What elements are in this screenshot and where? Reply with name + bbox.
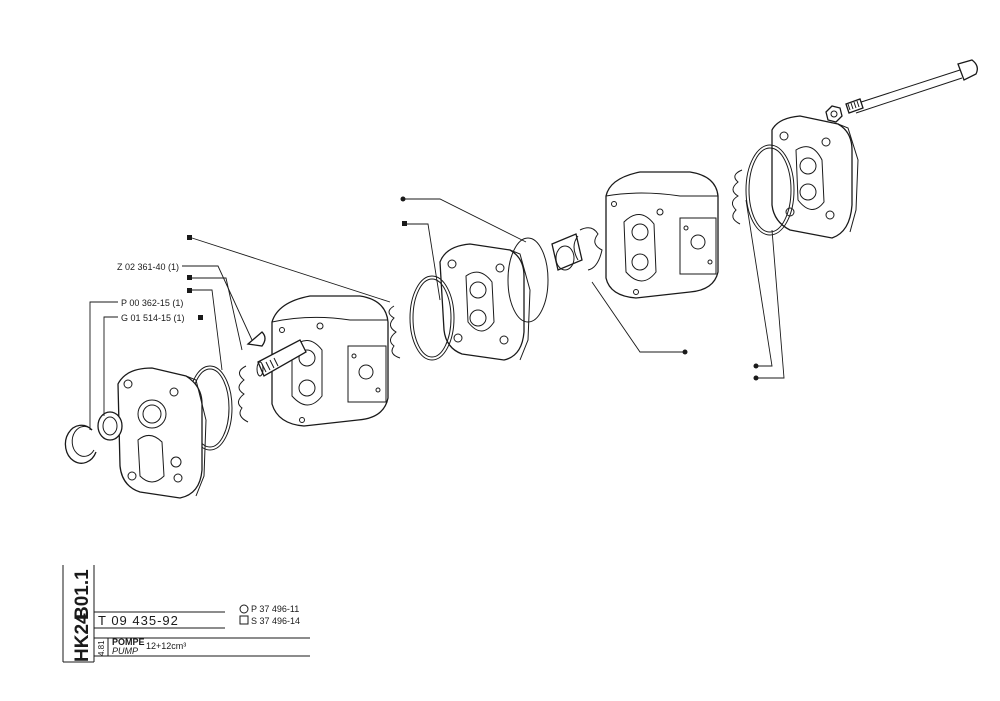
dot-marker (400, 196, 406, 202)
woodruff-key (246, 331, 266, 347)
shaft-seal (97, 411, 123, 441)
part-name-en: PUMP (112, 646, 138, 656)
ref-z-label: Z 02 361-40 (1) (117, 262, 179, 272)
displacement-spec: 12+12cm³ (146, 641, 186, 651)
rear-pump-body (605, 171, 719, 299)
title-block: HK24 B01.1 4.81 T 09 435-92 P 37 496-11 … (62, 565, 310, 663)
model-code: HK24 (72, 613, 93, 662)
square-marker (187, 235, 192, 240)
intermediate-plate (439, 243, 531, 361)
alt-square-number: S 37 496-14 (251, 616, 300, 626)
revision-date: 4.81 (97, 640, 106, 656)
front-gasket (388, 305, 401, 359)
square-marker (402, 221, 407, 226)
leader-lines (89, 196, 785, 430)
front-seal-gasket (238, 365, 249, 423)
middle-gasket-ring (507, 237, 549, 323)
front-flange-cover (117, 367, 207, 499)
front-pump-body (271, 295, 389, 427)
middle-seal-ring (409, 275, 455, 361)
section-code: B01.1 (72, 569, 93, 620)
tie-bolt (845, 59, 978, 114)
dot-marker (753, 363, 759, 369)
dot-marker (753, 375, 759, 381)
part-name-fr: POMPE (112, 637, 145, 647)
coupling-sleeve (551, 233, 583, 271)
dot-marker (682, 349, 688, 355)
rear-seal-ring (732, 144, 795, 236)
circlip (64, 424, 97, 464)
ref-g-label: G 01 514-15 (1) (121, 313, 185, 323)
square-marker (187, 288, 192, 293)
square-icon (239, 615, 249, 625)
circle-icon (239, 604, 249, 614)
square-marker (198, 315, 203, 320)
middle-gasket-small (579, 227, 603, 271)
washer-star (825, 105, 843, 123)
alt-circle-number: P 37 496-11 (251, 604, 299, 614)
part-number: T 09 435-92 (98, 613, 179, 628)
square-marker (187, 275, 192, 280)
drive-shaft (256, 339, 307, 377)
ref-p-label: P 00 362-15 (1) (121, 298, 183, 308)
